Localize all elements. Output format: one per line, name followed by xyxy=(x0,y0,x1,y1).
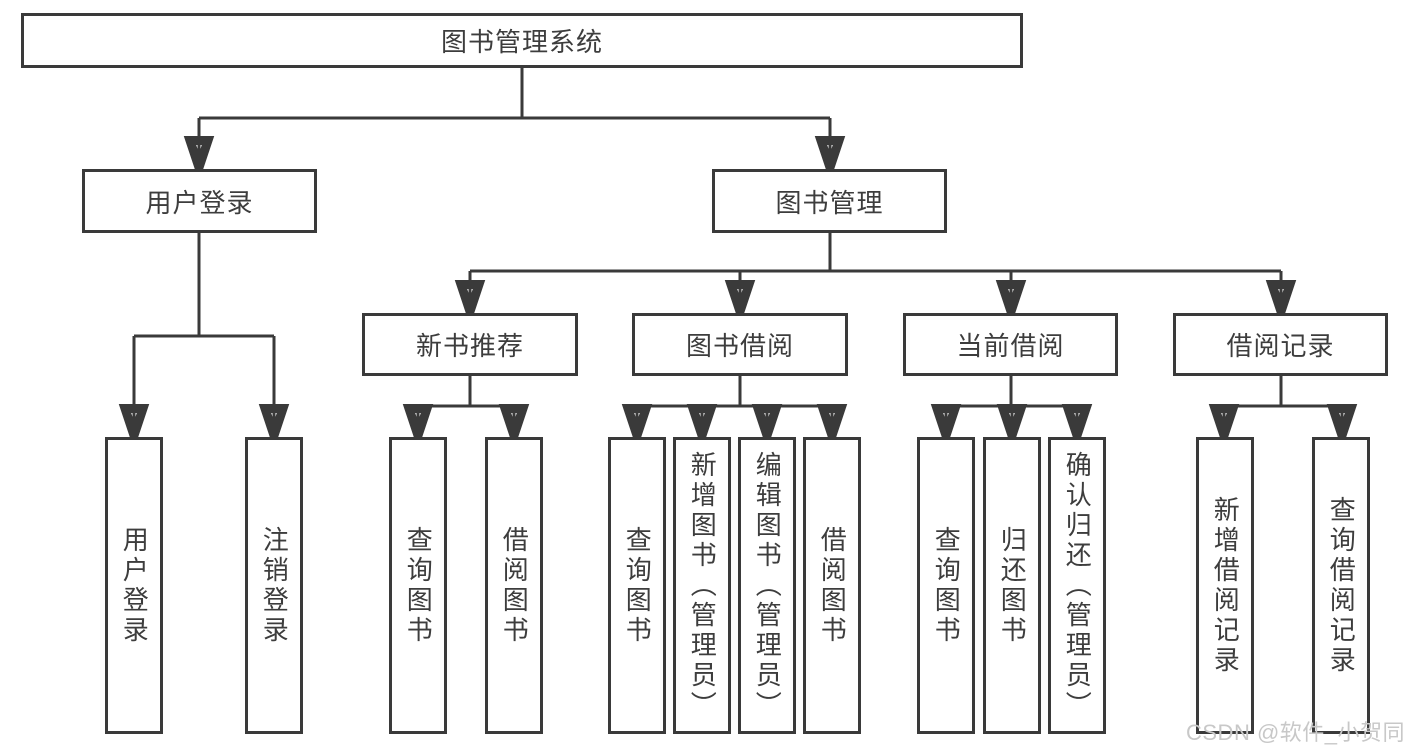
connector-root-to-level2 xyxy=(183,68,846,182)
leaf-borrow-books-borrowing: 借阅图书 xyxy=(803,437,861,734)
leaf-edit-books-admin: 编辑图书（管理员） xyxy=(738,437,796,734)
leaf-query-books-recommend-label: 查询图书 xyxy=(403,525,434,646)
leaf-query-books-current-label: 查询图书 xyxy=(931,525,962,646)
connector-current-borrowing-children xyxy=(930,376,1093,450)
leaf-user-login: 用户登录 xyxy=(105,437,163,734)
node-new-book-recommendation: 新书推荐 xyxy=(362,313,578,376)
connector-borrowing-records-children xyxy=(1208,376,1358,450)
leaf-user-login-label: 用户登录 xyxy=(119,525,150,646)
connector-user-login-children xyxy=(118,233,290,450)
leaf-add-books-admin: 新增图书（管理员） xyxy=(673,437,731,734)
node-book-borrowing: 图书借阅 xyxy=(632,313,848,376)
connector-book-management-children xyxy=(454,233,1297,326)
node-current-borrowing: 当前借阅 xyxy=(903,313,1118,376)
leaf-confirm-return-admin-label: 确认归还（管理员） xyxy=(1062,450,1093,721)
leaf-query-books-recommend: 查询图书 xyxy=(389,437,447,734)
leaf-add-borrow-record-label: 新增借阅记录 xyxy=(1210,495,1241,676)
leaf-query-books-current: 查询图书 xyxy=(917,437,975,734)
leaf-query-books-borrowing-label: 查询图书 xyxy=(622,525,653,646)
leaf-query-borrow-record-label: 查询借阅记录 xyxy=(1326,495,1357,676)
leaf-add-borrow-record: 新增借阅记录 xyxy=(1196,437,1254,734)
leaf-logout-login: 注销登录 xyxy=(245,437,303,734)
leaf-return-books-label: 归还图书 xyxy=(997,525,1028,646)
node-user-login: 用户登录 xyxy=(82,169,317,233)
connector-book-borrowing-children xyxy=(621,376,848,450)
leaf-return-books: 归还图书 xyxy=(983,437,1041,734)
leaf-borrow-books-recommend-label: 借阅图书 xyxy=(499,525,530,646)
node-library-management-system: 图书管理系统 xyxy=(21,13,1023,68)
leaf-borrow-books-recommend: 借阅图书 xyxy=(485,437,543,734)
leaf-query-borrow-record: 查询借阅记录 xyxy=(1312,437,1370,734)
leaf-edit-books-admin-label: 编辑图书（管理员） xyxy=(752,450,783,721)
leaf-confirm-return-admin: 确认归还（管理员） xyxy=(1048,437,1106,734)
csdn-watermark: CSDN @软件_小贺同学 xyxy=(1186,720,1405,745)
node-book-management: 图书管理 xyxy=(712,169,947,233)
connector-new-book-recommendation-children xyxy=(402,376,530,450)
leaf-query-books-borrowing: 查询图书 xyxy=(608,437,666,734)
node-borrowing-records: 借阅记录 xyxy=(1173,313,1388,376)
leaf-logout-login-label: 注销登录 xyxy=(259,525,290,646)
leaf-add-books-admin-label: 新增图书（管理员） xyxy=(687,450,718,721)
leaf-borrow-books-borrowing-label: 借阅图书 xyxy=(817,525,848,646)
